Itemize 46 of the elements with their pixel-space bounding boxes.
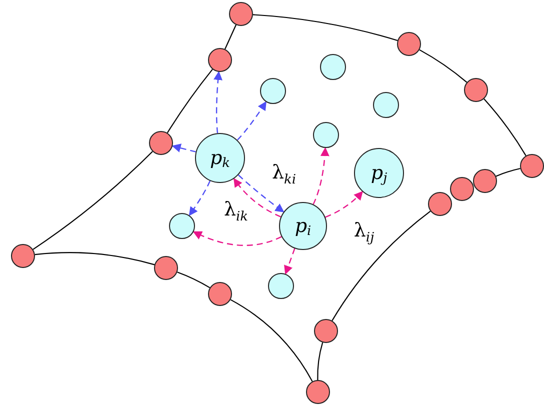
particle-circle <box>169 213 195 239</box>
edge-label: λ$_{ij}$ <box>352 222 376 244</box>
dashed-arrow <box>214 71 223 134</box>
boundary-circle <box>154 256 178 280</box>
dashed-arrow <box>188 180 211 216</box>
dashed-arrow <box>284 248 296 275</box>
boundary-circle <box>208 282 232 306</box>
boundary-curve <box>496 168 520 177</box>
boundary-circle <box>464 78 488 102</box>
boundary-curve <box>332 210 431 321</box>
boundary-curve <box>166 68 213 134</box>
particle-circle: p$_{i}$ <box>279 202 327 250</box>
boundary-curve <box>317 342 324 380</box>
particle-circle: p$_{j}$ <box>354 148 404 198</box>
particle-circle <box>373 92 399 118</box>
particle-circle <box>320 54 346 80</box>
boundary-circle <box>428 192 452 216</box>
boundary-circle <box>473 169 497 193</box>
boundary-curve <box>224 24 236 50</box>
boundary-curve <box>252 14 398 42</box>
dashed-arrow <box>192 231 282 246</box>
boundary-circle <box>208 48 232 72</box>
boundary-circle <box>314 319 338 343</box>
dashed-arrow <box>172 144 196 152</box>
boundary-circle <box>229 2 253 26</box>
boundary-curve <box>177 272 210 288</box>
boundary-curve <box>484 98 526 156</box>
edge-label: λ$_{ki}$ <box>270 164 298 186</box>
dashed-arrow <box>236 101 266 140</box>
edge-label: λ$_{ik}$ <box>222 200 250 224</box>
boundary-circle <box>306 380 330 404</box>
particle-circle <box>268 273 294 299</box>
particle-circle <box>260 78 286 104</box>
boundary-curve <box>230 299 313 382</box>
boundary-circle <box>11 244 35 268</box>
boundary-circle <box>149 131 173 155</box>
boundary-curve <box>34 252 155 266</box>
boundary-circle <box>450 177 474 201</box>
particle-circle: p$_{k}$ <box>195 133 245 183</box>
boundary-circle <box>520 154 544 178</box>
boundary-curve <box>419 49 468 83</box>
dashed-arrow <box>325 191 363 218</box>
dashed-arrow <box>312 147 330 205</box>
boundary-circle <box>397 32 421 56</box>
boundary-curve <box>32 151 153 250</box>
particle-circle <box>313 122 339 148</box>
